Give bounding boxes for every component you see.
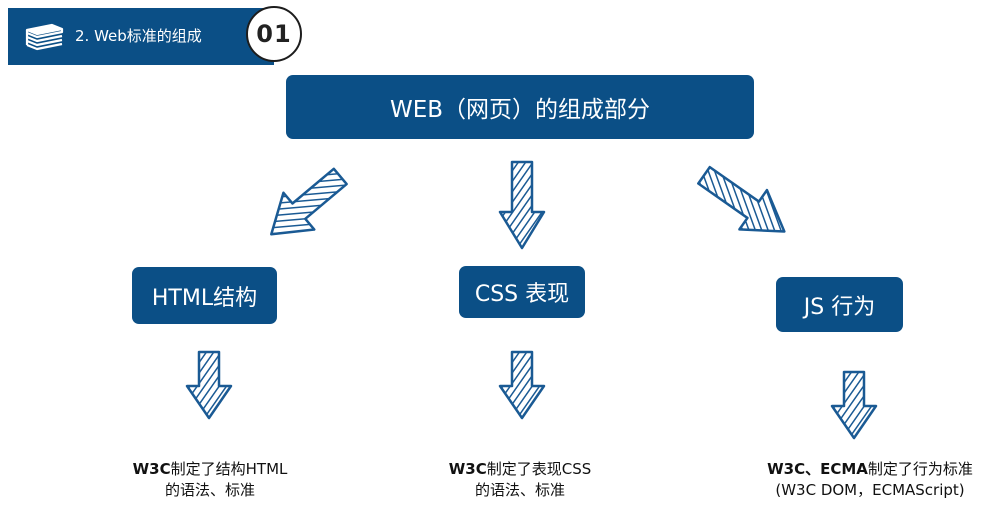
html-standard-description: W3C制定了结构HTML 的语法、标准 [100, 459, 320, 501]
section-number-badge: 01 [246, 6, 302, 62]
section-header: 2. Web标准的组成 [8, 8, 274, 65]
books-stack-icon [25, 23, 64, 51]
desc-line1: 制定了结构HTML [170, 460, 288, 478]
desc-line1: 制定了行为标准 [867, 460, 973, 478]
desc-org: W3C [132, 460, 171, 478]
arrow-js-to-desc [830, 370, 878, 440]
arrow-html-to-desc [185, 350, 233, 420]
js-standard-description: W3C、ECMA制定了行为标准 (W3C DOM，ECMAScript) [738, 459, 1002, 501]
desc-line2: (W3C DOM，ECMAScript) [775, 481, 965, 499]
desc-org: W3C、ECMA [767, 460, 868, 478]
web-composition-box: WEB（网页）的组成部分 [286, 75, 754, 139]
js-behavior-box: JS 行为 [776, 277, 903, 332]
desc-org: W3C [448, 460, 487, 478]
arrow-to-js [697, 165, 786, 233]
desc-line2: 的语法、标准 [474, 481, 565, 499]
desc-line2: 的语法、标准 [164, 481, 255, 499]
arrow-to-css [498, 160, 546, 250]
desc-line1: 制定了表现CSS [486, 460, 592, 478]
arrow-to-html [270, 167, 348, 236]
css-presentation-box: CSS 表现 [459, 266, 585, 318]
section-title: 2. Web标准的组成 [75, 27, 202, 45]
arrow-css-to-desc [498, 350, 546, 420]
html-structure-box: HTML结构 [132, 267, 277, 324]
css-standard-description: W3C制定了表现CSS 的语法、标准 [410, 459, 630, 501]
